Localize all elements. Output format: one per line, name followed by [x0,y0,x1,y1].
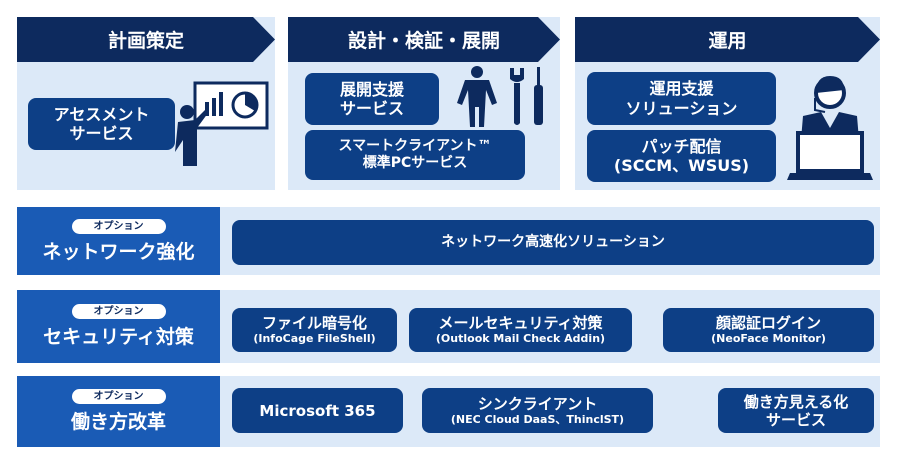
pill-line: ファイル暗号化 [261,314,367,333]
option-title: 働き方改革 [70,411,166,433]
pill-line: シンクライアント [477,394,598,413]
face-login: 顔認証ログイン(NeoFace Monitor) [663,308,874,352]
pill-line: アセスメント [53,104,150,124]
thin-client: シンクライアント(NEC Cloud DaaS、ThinclST) [422,388,653,433]
phase-planning-header: 計画策定 [17,17,275,62]
pill-subline: (NeoFace Monitor) [711,332,826,346]
operator-laptop-icon [787,76,873,180]
option-title: セキュリティ対策 [43,326,194,348]
presenter-icon [175,81,269,166]
pill-line: (SCCM、WSUS) [613,156,750,175]
pill-subline: (NEC Cloud DaaS、ThinclST) [450,412,625,426]
pill-line: サービス [339,99,404,118]
pill-line: サービス [765,410,826,429]
assessment-service: アセスメントサービス [28,98,175,150]
pill-subline: (InfoCage FileShell) [253,332,376,346]
pill-line: 標準PCサービス [362,155,468,171]
deployment-support-service: 展開支援サービス [305,73,439,125]
pill-line: 展開支援 [339,79,404,99]
option-label-network: オプションネットワーク強化 [17,207,220,275]
option-label-security: オプションセキュリティ対策 [17,290,220,363]
option-badge: オプション [71,304,166,319]
workstyle-visualization: 働き方見える化サービス [718,388,874,433]
network-acceleration-solution: ネットワーク高速化ソリューション [232,220,874,265]
mail-security: メールセキュリティ対策(Outlook Mail Check Addin) [409,308,632,352]
file-encryption: ファイル暗号化(InfoCage FileShell) [232,308,397,352]
operation-support-solution: 運用支援ソリューション [587,72,776,125]
option-badge: オプション [71,389,166,404]
option-title: ネットワーク強化 [42,240,195,263]
worker-tools-icon [457,66,543,127]
patch-delivery: パッチ配信(SCCM、WSUS) [587,130,776,182]
pill-subline: (Outlook Mail Check Addin) [435,332,606,346]
option-badge: オプション [71,218,166,234]
option-label-workstyle: オプション働き方改革 [17,376,220,447]
pill-line: ソリューション [625,98,738,118]
pill-line: 運用支援 [649,79,714,99]
pill-line: Microsoft 365 [259,401,376,420]
pill-line: メールセキュリティ対策 [438,314,603,333]
pill-line: 顔認証ログイン [715,314,821,333]
pill-line: パッチ配信 [641,136,722,156]
pill-line: ネットワーク高速化ソリューション [441,234,665,251]
phase-design-header: 設計・検証・展開 [288,17,560,62]
microsoft-365: Microsoft 365 [232,388,403,433]
pill-line: 働き方見える化 [743,392,849,411]
phase-operation-header: 運用 [575,17,880,62]
pill-line: スマートクライアント™ [338,138,492,155]
pill-line: サービス [69,124,134,143]
